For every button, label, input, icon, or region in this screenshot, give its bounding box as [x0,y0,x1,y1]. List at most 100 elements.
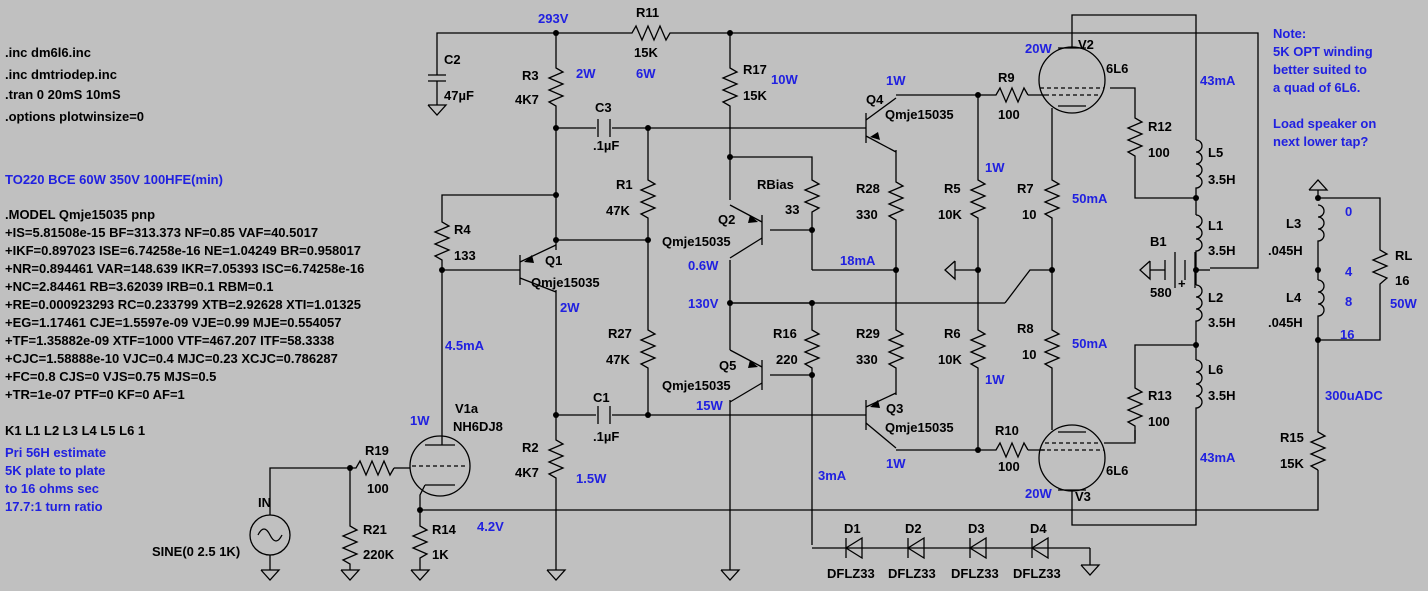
svg-text:1W: 1W [985,372,1005,387]
svg-text:18mA: 18mA [840,253,876,268]
svg-text:R3: R3 [522,68,539,83]
svg-text:130V: 130V [688,296,719,311]
svg-text:0: 0 [1345,204,1352,219]
svg-text:43mA: 43mA [1200,73,1236,88]
component-labels: R11 15K 6W R3 4K7 2W C2 47µF C3 .1µF R17… [152,5,1417,581]
resistor-r3 [547,60,565,112]
svg-text:Q4: Q4 [866,92,884,107]
capacitor-c2 [428,74,446,105]
inductor-l3 [1317,204,1325,255]
resistor-r15 [1309,425,1327,471]
svg-text:1.5W: 1.5W [576,471,607,486]
transistor-q3 [865,392,897,449]
svg-text:C3: C3 [595,100,612,115]
svg-text:50mA: 50mA [1072,191,1108,206]
svg-text:Qmje15035: Qmje15035 [885,420,954,435]
svg-text:R6: R6 [944,326,961,341]
inductor-l6 [1195,359,1203,410]
resistor-rbias [803,175,821,215]
svg-text:0.6W: 0.6W [688,258,719,273]
resistor-r9 [990,86,1029,104]
svg-text:2W: 2W [576,66,596,81]
svg-text:20W: 20W [1025,41,1052,56]
svg-text:15K: 15K [1280,456,1304,471]
svg-text:1W: 1W [886,456,906,471]
svg-text:Q5: Q5 [719,358,736,373]
svg-text:100: 100 [998,459,1020,474]
svg-text:IN: IN [258,495,271,510]
svg-text:.tran 0 20mS 10mS: .tran 0 20mS 10mS [5,87,121,102]
svg-text:220K: 220K [363,547,395,562]
resistor-r10 [990,441,1029,459]
svg-text:.options plotwinsize=0: .options plotwinsize=0 [5,109,144,124]
svg-text:R21: R21 [363,522,387,537]
resistor-r4 [433,215,451,265]
svg-text:15W: 15W [696,398,723,413]
capacitor-c1 [597,406,611,424]
svg-text:D1: D1 [844,521,861,536]
inductors [1195,139,1325,410]
inductor-l5 [1195,139,1203,190]
svg-text:4: 4 [1345,264,1353,279]
svg-text:R8: R8 [1017,321,1034,336]
svg-text:R28: R28 [856,181,880,196]
svg-text:16: 16 [1340,327,1354,342]
svg-text:.045H: .045H [1268,243,1303,258]
svg-text:1K: 1K [432,547,449,562]
svg-text:133: 133 [454,248,476,263]
model-definition: .MODEL Qmje15035 pnp +IS=5.81508e-15 BF=… [5,207,364,402]
svg-text:.045H: .045H [1268,315,1303,330]
svg-text:Pri 56H estimate: Pri 56H estimate [5,445,106,460]
svg-text:DFLZ33: DFLZ33 [888,566,936,581]
svg-text:V2: V2 [1078,37,1094,52]
svg-text:.inc dmtriodep.inc: .inc dmtriodep.inc [5,67,117,82]
resistor-r17 [721,60,739,112]
resistor-r5 [969,170,987,225]
svg-text:4K7: 4K7 [515,465,539,480]
svg-text:330: 330 [856,352,878,367]
svg-text:R14: R14 [432,522,457,537]
svg-text:16: 16 [1395,273,1409,288]
capacitors [428,74,611,424]
resistor-r7 [1043,170,1061,225]
transistor-q4 [865,97,897,153]
svg-text:3.5H: 3.5H [1208,243,1235,258]
svg-text:4.5mA: 4.5mA [445,338,485,353]
svg-text:Q2: Q2 [718,212,735,227]
svg-text:R12: R12 [1148,119,1172,134]
svg-text:2W: 2W [560,300,580,315]
svg-text:R5: R5 [944,181,961,196]
svg-text:47K: 47K [606,352,630,367]
svg-text:SINE(0 2.5 1K): SINE(0 2.5 1K) [152,544,240,559]
diode-d3 [968,536,987,560]
svg-text:+IS=5.81508e-15 BF=313.373 NF=: +IS=5.81508e-15 BF=313.373 NF=0.85 VAF=4… [5,225,318,240]
svg-text:Q3: Q3 [886,401,903,416]
svg-text:+NR=0.894461 VAR=148.639 IKR=7: +NR=0.894461 VAR=148.639 IKR=7.05393 ISC… [5,261,364,276]
svg-text:50W: 50W [1390,296,1417,311]
transistors [519,97,897,449]
svg-text:R1: R1 [616,177,633,192]
transformer-note: Pri 56H estimate 5K plate to plate to 16… [5,445,106,514]
svg-text:4K7: 4K7 [515,92,539,107]
svg-text:220: 220 [776,352,798,367]
model-title: TO220 BCE 60W 350V 100HFE(min) [5,172,223,187]
diode-d2 [906,536,925,560]
svg-text:Qmje15035: Qmje15035 [885,107,954,122]
transistor-q1 [519,244,557,293]
svg-text:a quad of 6L6.: a quad of 6L6. [1273,80,1360,95]
svg-text:+: + [1178,276,1186,291]
svg-text:20W: 20W [1025,486,1052,501]
resistor-r19 [350,459,395,477]
tube-v2 [1038,46,1106,114]
svg-text:10K: 10K [938,207,962,222]
capacitor-c3 [597,119,611,137]
svg-text:RL: RL [1395,248,1412,263]
grounds [260,104,1329,581]
svg-text:L4: L4 [1286,290,1302,305]
svg-text:100: 100 [998,107,1020,122]
svg-text:C2: C2 [444,52,461,67]
inductor-l1 [1195,214,1203,258]
svg-text:47K: 47K [606,203,630,218]
svg-text:47µF: 47µF [444,88,474,103]
svg-text:Q1: Q1 [545,253,562,268]
